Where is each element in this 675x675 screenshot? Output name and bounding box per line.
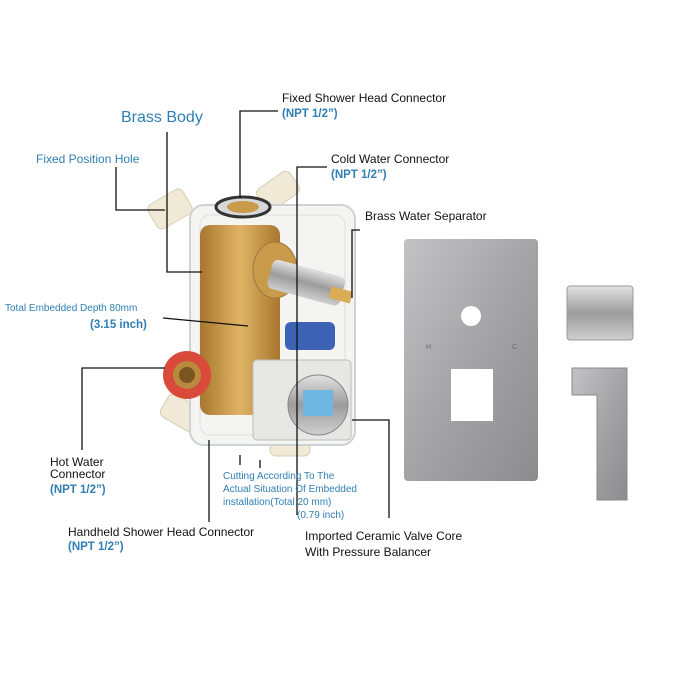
label-cutting-1: Cutting According To The bbox=[223, 471, 335, 482]
label-fixed-shower-head-npt: (NPT 1/2”) bbox=[282, 108, 338, 120]
plate-mark-cold: C bbox=[512, 344, 518, 351]
label-hot-water-1: Hot Water bbox=[50, 455, 104, 469]
label-brass-body: Brass Body bbox=[121, 109, 203, 126]
plate-hole bbox=[461, 306, 481, 326]
leader-lines bbox=[81, 110, 390, 522]
plate-mark-hot: H bbox=[426, 344, 432, 351]
valve-stem bbox=[267, 259, 345, 306]
trim-plate bbox=[404, 239, 538, 481]
plate-square-opening bbox=[451, 369, 493, 421]
label-handheld-npt: (NPT 1/2”) bbox=[68, 541, 124, 553]
label-hot-water-2: Connector bbox=[50, 467, 106, 481]
label-total-depth-inch: (3.15 inch) bbox=[90, 319, 147, 331]
label-valve-core-1: Imported Ceramic Valve Core bbox=[305, 529, 463, 543]
label-fixed-shower-head: Fixed Shower Head Connector bbox=[282, 91, 447, 105]
label-cold-water: Cold Water Connector bbox=[331, 152, 450, 166]
label-fixed-position-hole: Fixed Position Hole bbox=[36, 152, 140, 166]
label-brass-water-separator: Brass Water Separator bbox=[365, 209, 487, 223]
label-valve-core-2: With Pressure Balancer bbox=[305, 545, 432, 559]
lever-handle bbox=[571, 367, 628, 501]
label-total-depth: Total Embedded Depth 80mm bbox=[5, 303, 138, 314]
label-hot-water-npt: (NPT 1/2”) bbox=[50, 484, 106, 496]
handle-escutcheon bbox=[566, 285, 634, 341]
label-cutting-2: Actual Situation Of Embedded bbox=[223, 484, 357, 495]
label-cold-water-npt: (NPT 1/2”) bbox=[331, 169, 387, 181]
label-cutting-4: (0.79 inch) bbox=[297, 510, 345, 521]
label-cutting-3: installation(Total 20 mm) bbox=[223, 497, 332, 508]
label-handheld: Handheld Shower Head Connector bbox=[68, 525, 255, 539]
